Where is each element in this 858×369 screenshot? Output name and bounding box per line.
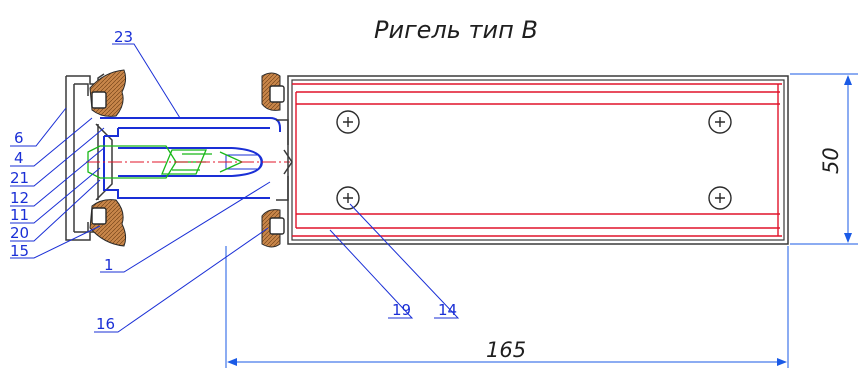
callout-15: 15 <box>10 242 29 260</box>
length-value: 165 <box>486 338 526 362</box>
callout-11: 11 <box>10 206 29 224</box>
frame-seals <box>261 72 285 248</box>
callout-21: 21 <box>10 169 29 187</box>
callout-23: 23 <box>114 28 133 46</box>
drawing-title: Ригель тип В <box>374 16 538 44</box>
main-frame <box>287 75 789 245</box>
callout-20: 20 <box>10 224 29 242</box>
callout-6: 6 <box>14 129 24 147</box>
screw-top-right <box>708 110 732 134</box>
callout-14: 14 <box>438 301 457 319</box>
callout-16: 16 <box>96 315 115 333</box>
screw-top-left <box>336 110 360 134</box>
leader-lines <box>10 43 460 333</box>
screw-bottom-right <box>708 186 732 210</box>
clamp-seals <box>89 69 127 247</box>
screw-bottom-left <box>336 186 360 210</box>
callout-19: 19 <box>392 301 411 319</box>
callout-4: 4 <box>14 149 24 167</box>
dimension-height: 50 <box>790 73 858 245</box>
dimension-length: 165 <box>225 246 789 368</box>
callout-12: 12 <box>10 189 29 207</box>
height-value: 50 <box>819 147 843 174</box>
callout-1: 1 <box>104 256 114 274</box>
center-profile <box>100 117 293 201</box>
